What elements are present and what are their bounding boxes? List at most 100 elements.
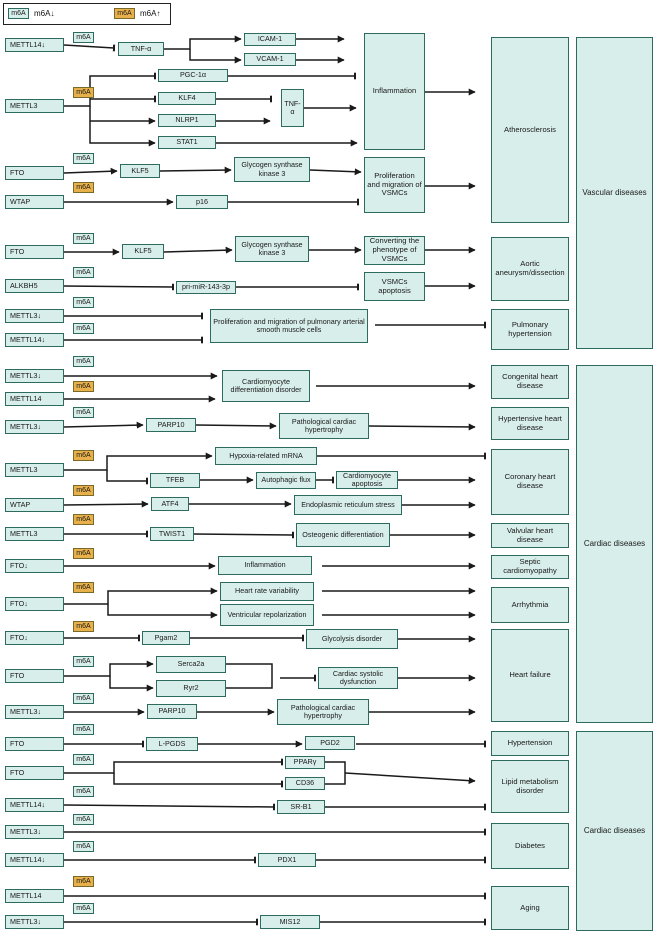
connector-53 [107, 604, 218, 619]
connector-17 [159, 166, 232, 174]
category-cardiac2: Cardiac diseases [576, 731, 653, 931]
connector-72 [325, 761, 346, 785]
node-tfeb: TFEB [150, 473, 200, 488]
node-twist1: TWIST1 [150, 527, 194, 541]
gene-g26: METTL3↓ [5, 915, 64, 929]
node-hrv: Heart rate variability [220, 582, 314, 601]
disease-arrhy: Arrhythmia [491, 587, 569, 623]
disease-valv: Valvular heart disease [491, 523, 569, 548]
gene-g4: WTAP [5, 195, 64, 209]
connector-59 [64, 660, 154, 677]
gene-g3: FTO [5, 166, 64, 180]
legend-m6a-up-tag: m6A [114, 8, 135, 19]
node-vcam1: VCAM-1 [244, 53, 296, 66]
disease-pulm: Pulmonary hypertension [491, 309, 569, 350]
node-klf5b: KLF5 [122, 244, 164, 259]
gene-g19: METTL3↓ [5, 705, 64, 719]
connector-48 [193, 531, 295, 539]
node-srb1: SR-B1 [277, 800, 325, 814]
node-osteo: Osteogenic differentiation [296, 523, 390, 547]
node-p16: p16 [176, 195, 228, 209]
connector-73 [344, 772, 476, 785]
disease-lipid: Lipid metabolism disorder [491, 760, 569, 813]
connector-23 [163, 246, 233, 254]
node-stat1: STAT1 [158, 136, 216, 149]
node-pathhyp1: Pathological cardiac hypertrophy [279, 413, 369, 439]
category-cardiac: Cardiac diseases [576, 365, 653, 723]
disease-coronary: Coronary heart disease [491, 449, 569, 515]
m6a-tag-16: m6A [73, 582, 94, 593]
connector-18 [309, 168, 362, 176]
node-lpgds: L-PGDS [146, 737, 198, 751]
node-inflam2: Inflammation [218, 556, 312, 575]
gene-g13: WTAP [5, 498, 64, 512]
m6a-tag-2: m6A [73, 87, 94, 98]
connector-35 [63, 421, 144, 429]
m6a-tag-9: m6A [73, 356, 94, 367]
node-klf5a: KLF5 [120, 164, 160, 178]
connector-26 [63, 283, 175, 291]
m6a-tag-20: m6A [73, 724, 94, 735]
gene-g2: METTL3 [5, 99, 64, 113]
gene-g20: FTO [5, 737, 64, 751]
node-pgd2: PGD2 [305, 736, 355, 750]
connector-2 [164, 35, 242, 50]
gene-g22: METTL14↓ [5, 798, 64, 812]
node-pdx1: PDX1 [258, 853, 316, 867]
m6a-tag-5: m6A [73, 233, 94, 244]
m6a-tag-22: m6A [73, 786, 94, 797]
node-cmapop: Cardiomyocyte apoptosis [336, 471, 398, 489]
gene-g9: METTL3↓ [5, 369, 64, 383]
outcome-convert: Converting the phenotype of VSMCs [364, 236, 425, 265]
node-ryr2: Ryr2 [156, 680, 226, 697]
gene-g6: ALKBH5 [5, 279, 64, 293]
m6a-tag-14: m6A [73, 514, 94, 525]
node-gsk3b: Glycogen synthase kinase 3 [235, 236, 309, 262]
disease-htn: Hypertension [491, 731, 569, 756]
node-nlrp1: NLRP1 [158, 114, 216, 127]
m6a-tag-26: m6A [73, 903, 94, 914]
gene-g12: METTL3 [5, 463, 64, 477]
m6a-tag-25: m6A [73, 876, 94, 887]
gene-g5: FTO [5, 245, 64, 259]
gene-g17: FTO↓ [5, 631, 64, 645]
m6a-tag-15: m6A [73, 548, 94, 559]
node-pgc1a: PGC-1α [158, 69, 228, 82]
node-csd: Cardiac systolic dysfunction [318, 667, 398, 689]
node-mis12: MIS12 [260, 915, 320, 929]
node-mir143: pri-miR-143-3p [176, 281, 236, 294]
m6a-tag-10: m6A [73, 381, 94, 392]
connector-38 [64, 452, 213, 471]
gene-g24: METTL14↓ [5, 853, 64, 867]
node-vrepol: Ventricular repolarization [220, 604, 314, 626]
connector-61 [226, 663, 273, 689]
disease-aortic: Aortic aneurysm/dissection [491, 237, 569, 301]
node-atf4: ATF4 [151, 497, 189, 511]
node-tnfa1: TNF-α [118, 42, 164, 56]
node-ppary: PPARγ [285, 756, 325, 769]
gene-g15: FTO↓ [5, 559, 64, 573]
gene-g18: FTO [5, 669, 64, 683]
m6a-tag-24: m6A [73, 841, 94, 852]
connector-39 [106, 470, 149, 485]
disease-septic: Septic cardiomyopathy [491, 555, 569, 579]
node-klf4: KLF4 [158, 92, 216, 105]
node-serca2a: Serca2a [156, 656, 226, 673]
legend: m6A m6A↓ m6A m6A↑ [3, 3, 171, 25]
m6a-tag-18: m6A [73, 656, 94, 667]
disease-aging: Aging [491, 886, 569, 930]
node-erstress: Endoplasmic reticulum stress [294, 495, 402, 515]
node-gsk3a: Glycogen synthase kinase 3 [234, 157, 310, 182]
connector-3 [189, 49, 242, 64]
m6a-tag-12: m6A [73, 450, 94, 461]
gene-g16: FTO↓ [5, 597, 64, 611]
gene-g1: METTL14↓ [5, 38, 64, 52]
legend-m6a-down-tag: m6A [8, 8, 29, 19]
gene-g10: METTL14 [5, 392, 64, 406]
connector-74 [63, 803, 276, 811]
disease-athero: Atherosclerosis [491, 37, 569, 223]
gene-g8: METTL14↓ [5, 333, 64, 347]
m6a-tag-4: m6A [73, 182, 94, 193]
connector-7 [89, 106, 156, 147]
